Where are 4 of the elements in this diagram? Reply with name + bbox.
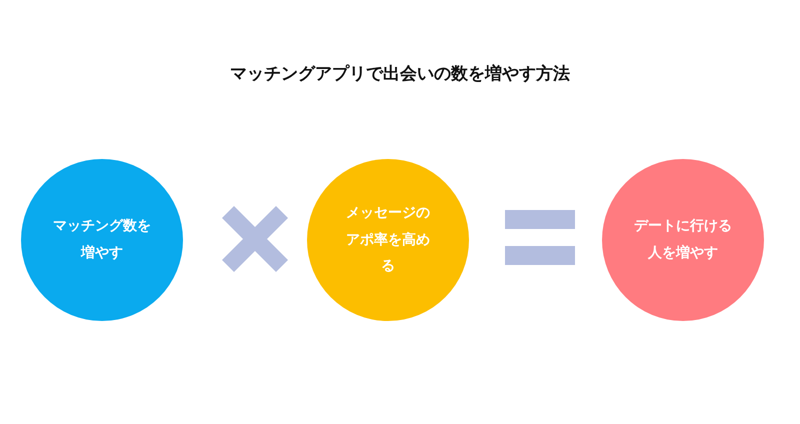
node-text: デートに行ける人を増やす bbox=[633, 217, 733, 263]
node-text: メッセージのアポ率を高める bbox=[345, 204, 431, 276]
node-text: マッチング数を増やす bbox=[52, 217, 152, 263]
diagram-title: マッチングアプリで出会いの数を増やす方法 bbox=[229, 63, 571, 85]
